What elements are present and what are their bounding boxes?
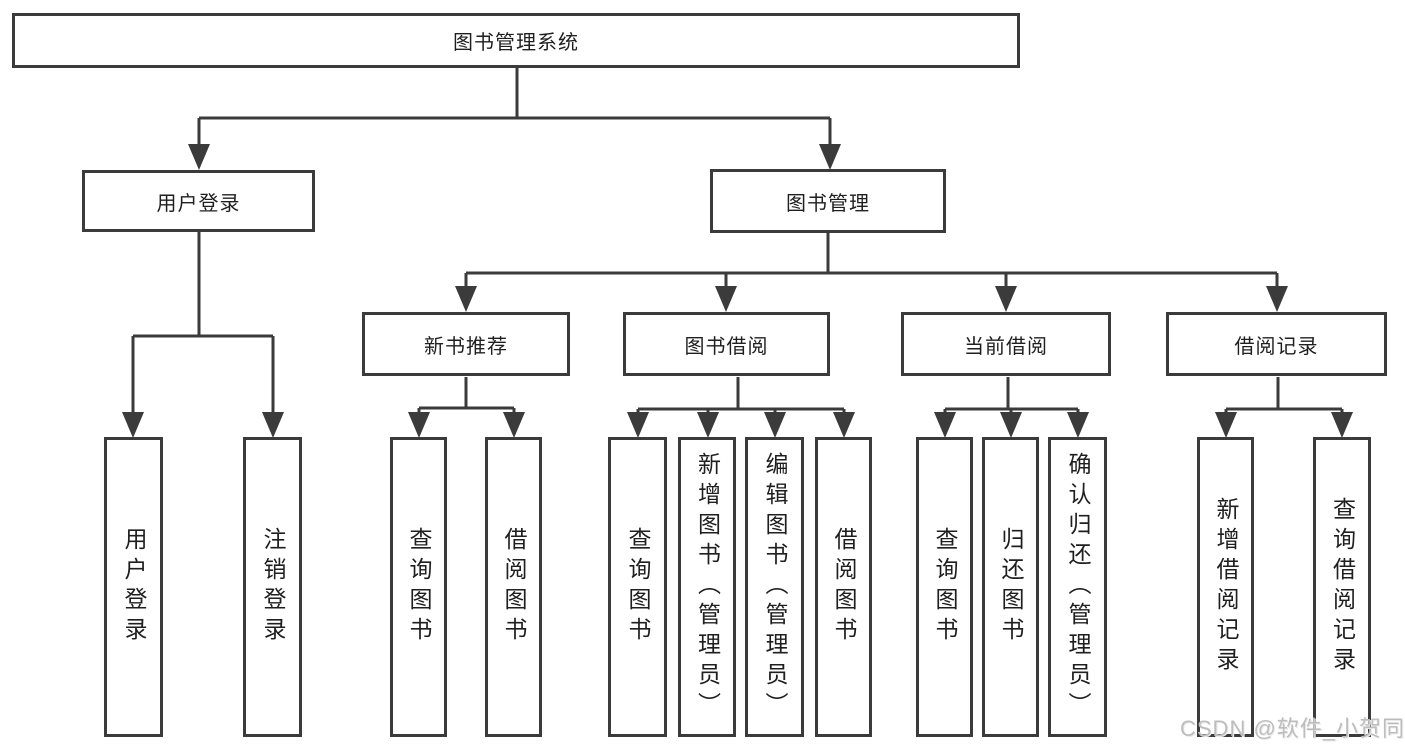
leaf-borrow-books-recommend: 借阅图书 <box>485 437 542 737</box>
leaf-query-borrow-record: 查询借阅记录 <box>1313 437 1371 737</box>
node-user-login: 用户登录 <box>82 170 315 232</box>
leaf-query-books-current: 查询图书 <box>916 437 973 737</box>
leaf-return-book: 归还图书 <box>982 437 1039 737</box>
node-new-book-recommend: 新书推荐 <box>362 312 570 376</box>
node-book-management: 图书管理 <box>710 169 946 233</box>
node-borrow-records: 借阅记录 <box>1166 312 1387 376</box>
csdn-watermark: CSDN @软件_小贺同学 <box>1180 716 1405 741</box>
node-book-borrowing: 图书借阅 <box>623 312 830 376</box>
leaf-add-book-admin: 新增图书（管理员） <box>678 437 736 737</box>
leaf-borrow-book: 借阅图书 <box>815 437 872 737</box>
leaf-user-login: 用户登录 <box>104 437 163 737</box>
node-current-borrowing: 当前借阅 <box>901 312 1111 376</box>
leaf-edit-book-admin: 编辑图书（管理员） <box>745 437 804 737</box>
leaf-confirm-return-admin: 确认归还（管理员） <box>1048 437 1107 737</box>
leaf-logout: 注销登录 <box>243 437 302 737</box>
leaf-query-books-borrowing: 查询图书 <box>608 437 667 737</box>
leaf-query-books-recommend: 查询图书 <box>390 437 447 737</box>
leaf-add-borrow-record: 新增借阅记录 <box>1197 437 1254 737</box>
node-library-management-system: 图书管理系统 <box>12 13 1020 68</box>
